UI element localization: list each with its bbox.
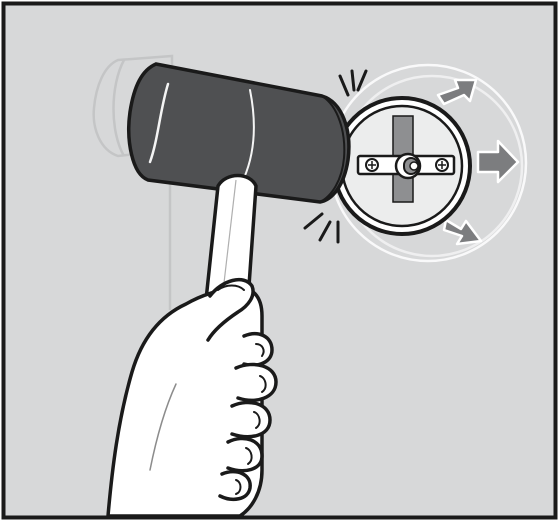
valve-stem-icon xyxy=(396,154,420,178)
dial-cover xyxy=(334,98,470,234)
screw-left-icon xyxy=(366,159,378,171)
screw-right-icon xyxy=(436,159,448,171)
